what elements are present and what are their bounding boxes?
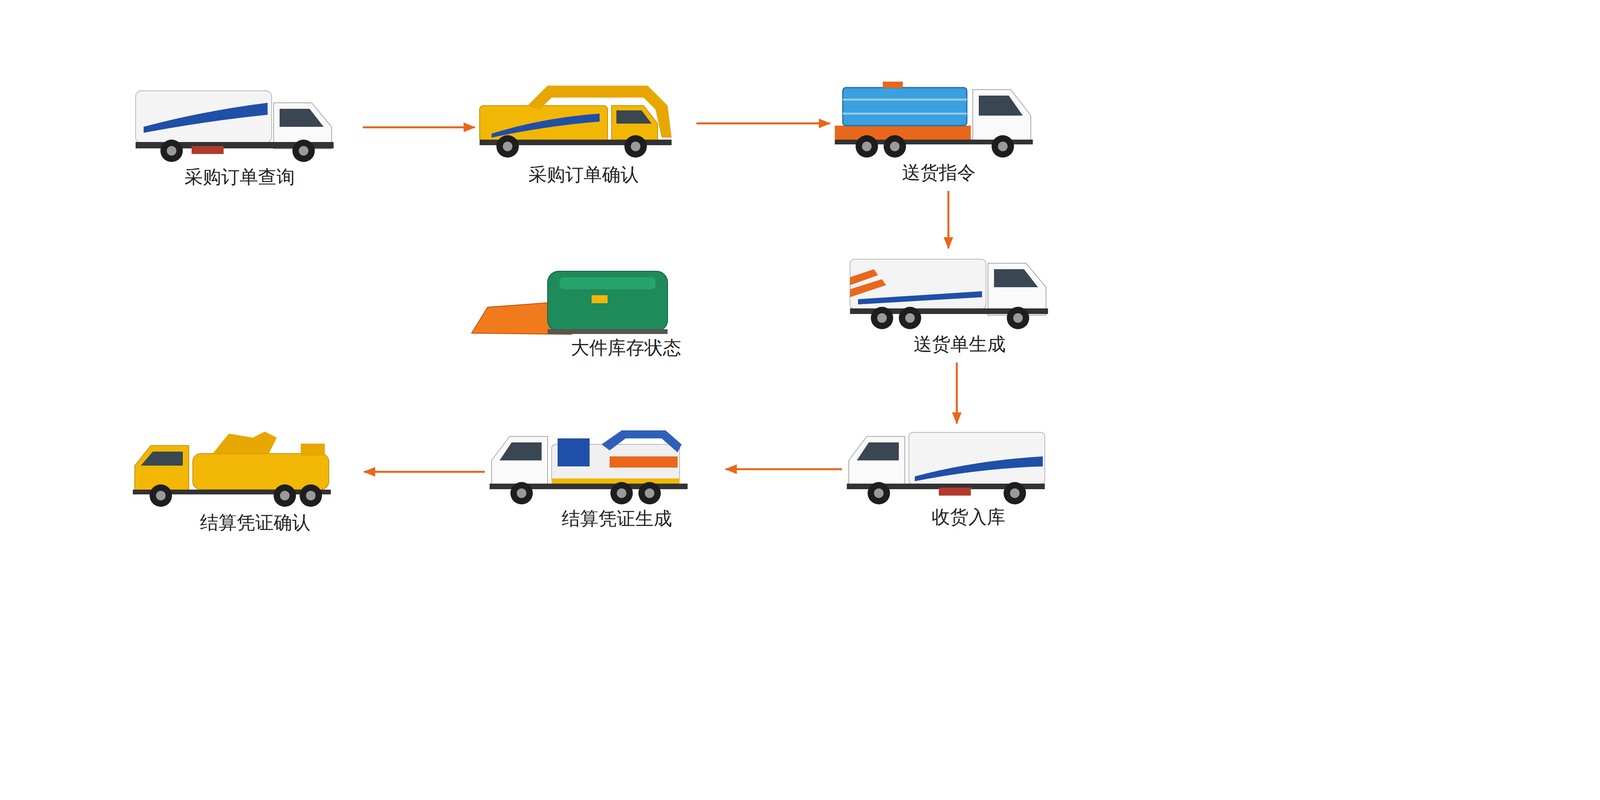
node-label: 送货单生成 (852, 333, 1067, 356)
maintenance-truck (192, 453, 329, 490)
sweeper-truck (856, 442, 899, 461)
sweeper-truck (135, 90, 272, 143)
dredging-truck (557, 438, 590, 467)
node-label: 采购订单确认 (477, 163, 690, 186)
node-label: 大件库存状态 (496, 336, 756, 359)
sweeper-truck (908, 432, 1045, 485)
suction-truck (491, 113, 600, 138)
vehicle-node: 结算凭证确认 (132, 431, 360, 536)
sweeper-truck (1006, 306, 1030, 330)
sweeper-truck (870, 306, 894, 330)
container-unit (547, 271, 668, 332)
suction-truck (616, 110, 652, 124)
container-unit (471, 271, 668, 335)
tank-truck (834, 125, 971, 140)
vehicle-node: 采购订单查询 (135, 86, 358, 191)
suction-truck (479, 85, 672, 158)
node-label: 结算凭证确认 (142, 511, 369, 534)
sweeper-truck (1003, 482, 1026, 505)
suction-truck (479, 105, 608, 142)
maintenance-truck (300, 443, 325, 456)
suction-truck (496, 135, 519, 158)
container-unit (559, 277, 656, 290)
sweeper-truck (850, 259, 1048, 330)
sweeper-truck (867, 482, 890, 505)
flow-arrow (362, 126, 475, 129)
vehicle-node: 送货指令 (834, 81, 1047, 186)
node-label: 收货入库 (855, 506, 1082, 528)
dredging-truck (609, 456, 678, 468)
maintenance-truck (132, 431, 331, 507)
sweeper-truck (143, 102, 268, 133)
maintenance-truck (140, 451, 183, 466)
node-label: 送货指令 (832, 161, 1045, 184)
sweeper-truck (850, 259, 986, 310)
sweeper-truck (160, 139, 183, 162)
container-unit (591, 295, 608, 304)
node-label: 结算凭证生成 (501, 507, 733, 530)
sweeper-truck (848, 436, 905, 489)
tank-truck (978, 95, 1023, 116)
tank-truck (842, 112, 967, 115)
maintenance-truck (212, 431, 277, 454)
vehicle-node: 送货单生成 (850, 253, 1064, 358)
tank-truck (991, 135, 1014, 158)
dredging-truck (601, 430, 682, 453)
sweeper-truck (135, 90, 334, 162)
suction-truck (624, 135, 647, 158)
flow-arrow (364, 470, 485, 473)
sweeper-truck (994, 269, 1038, 288)
tank-truck (882, 81, 903, 88)
vehicle-node: 结算凭证生成 (489, 428, 721, 532)
dredging-truck (510, 482, 533, 505)
dredging-truck (638, 482, 661, 505)
tank-truck (855, 135, 878, 158)
maintenance-truck (273, 484, 296, 507)
maintenance-truck (299, 484, 322, 507)
dredging-truck (551, 478, 680, 484)
sweeper-truck (850, 279, 886, 298)
sweeper-truck (279, 108, 324, 127)
tank-truck (883, 135, 906, 158)
vehicle-node: 采购订单确认 (479, 81, 692, 188)
container-unit (547, 329, 668, 334)
sweeper-truck (914, 456, 1043, 482)
dredging-truck (610, 482, 633, 505)
flow-arrow (956, 362, 958, 424)
sweeper-truck (191, 146, 224, 154)
tank-truck (834, 81, 1033, 158)
vehicle-node: 收货入库 (846, 428, 1073, 531)
tank-truck (842, 98, 967, 101)
flow-arrow (696, 122, 830, 125)
sweeper-truck (898, 306, 922, 330)
dredging-truck (489, 430, 688, 505)
maintenance-truck (149, 484, 172, 507)
dredging-truck (499, 442, 542, 461)
sweeper-truck (846, 432, 1045, 505)
vehicle-node: 大件库存状态 (471, 263, 730, 362)
sweeper-truck (938, 487, 971, 496)
flow-arrow (725, 468, 842, 471)
node-label: 采购订单查询 (128, 166, 351, 188)
tank-truck (842, 87, 967, 126)
sweeper-truck (292, 139, 315, 162)
sweeper-truck (858, 291, 982, 305)
flow-arrow (947, 190, 950, 249)
dredging-truck (491, 436, 548, 489)
